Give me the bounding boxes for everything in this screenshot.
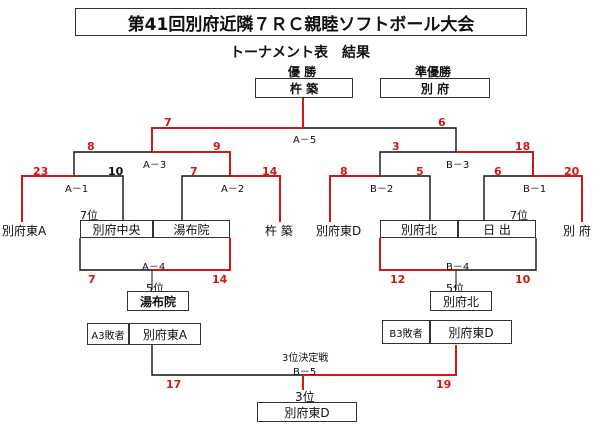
score-a1-left: 23 (33, 165, 49, 178)
team-a1: 別府東A (2, 224, 47, 238)
b1-lines (483, 175, 583, 222)
b4-lines (379, 238, 537, 290)
final-lines (151, 98, 457, 152)
score-a2-right: 14 (262, 165, 278, 178)
match-a1: A－1 (65, 184, 89, 195)
match-b5: B－5 (293, 367, 317, 378)
team-a3: 湯布院 (153, 220, 230, 238)
score-a1-right: 10 (108, 165, 124, 178)
a3-lines (73, 151, 231, 176)
score-b3-left: 3 (392, 140, 400, 153)
b2-lines (329, 175, 431, 222)
match-b1: B－1 (523, 184, 547, 195)
team-b3: 日 出 (458, 220, 536, 238)
score-b3-right: 18 (515, 140, 531, 153)
score-a2-left: 7 (190, 165, 198, 178)
seventh-b-label: 7位 (510, 209, 528, 222)
match-b3: B－3 (446, 160, 470, 171)
score-b1-left: 6 (494, 165, 502, 178)
a3-loser-box: 別府東A (129, 323, 201, 345)
score-a3-right: 9 (213, 140, 221, 153)
match-a3: A－3 (143, 160, 167, 171)
b3-lines (379, 151, 534, 176)
a1-lines (21, 175, 124, 222)
winner-box: 杵 築 (255, 78, 353, 98)
team-a2: 別府中央 (80, 220, 153, 238)
a4-lines (79, 238, 231, 290)
score-b4-left: 12 (390, 273, 406, 286)
third-place-title: 3位決定戦 (282, 353, 329, 364)
score-a3-left: 8 (87, 140, 95, 153)
winner-label: 優 勝 (288, 65, 317, 79)
score-b1-right: 20 (564, 165, 580, 178)
team-a4: 杵 築 (265, 224, 293, 238)
match-a2: A－2 (221, 184, 245, 195)
score-b4-right: 10 (515, 273, 531, 286)
score-a5-left: 7 (164, 116, 172, 129)
b3-loser-label: B3敗者 (382, 320, 430, 344)
third-box: 別府東D (257, 402, 357, 422)
page-subtitle: トーナメント表 結果 (230, 45, 370, 61)
team-b4: 別 府 (563, 224, 591, 238)
match-b2: B－2 (370, 184, 394, 195)
match-b4: B－4 (446, 262, 470, 273)
fifth-b-box: 別府北 (430, 291, 492, 311)
score-b2-left: 8 (340, 165, 348, 178)
seventh-a-label: 7位 (80, 209, 98, 222)
a2-lines (181, 175, 281, 222)
score-a4-right: 14 (212, 273, 228, 286)
b3-loser-box: 別府東D (430, 320, 512, 344)
score-a4-left: 7 (88, 273, 96, 286)
runner-up-box: 別 府 (380, 78, 490, 98)
team-b1: 別府東D (316, 224, 362, 238)
a3-loser-label: A3敗者 (87, 323, 129, 345)
third-label: 3位 (295, 390, 315, 404)
team-b2: 別府北 (380, 220, 458, 238)
page-title: 第41回別府近隣７ＲＣ親睦ソフトボール大会 (75, 8, 527, 36)
fifth-a-box: 湯布院 (127, 291, 189, 311)
runner-up-label: 準優勝 (415, 65, 452, 79)
score-b2-right: 5 (416, 165, 424, 178)
match-a4: A－4 (142, 262, 166, 273)
b5-lines (151, 345, 457, 390)
score-a5-right: 6 (438, 116, 446, 129)
score-b5-right: 19 (436, 378, 452, 391)
match-a5: A－5 (293, 135, 317, 146)
score-b5-left: 17 (166, 378, 182, 391)
